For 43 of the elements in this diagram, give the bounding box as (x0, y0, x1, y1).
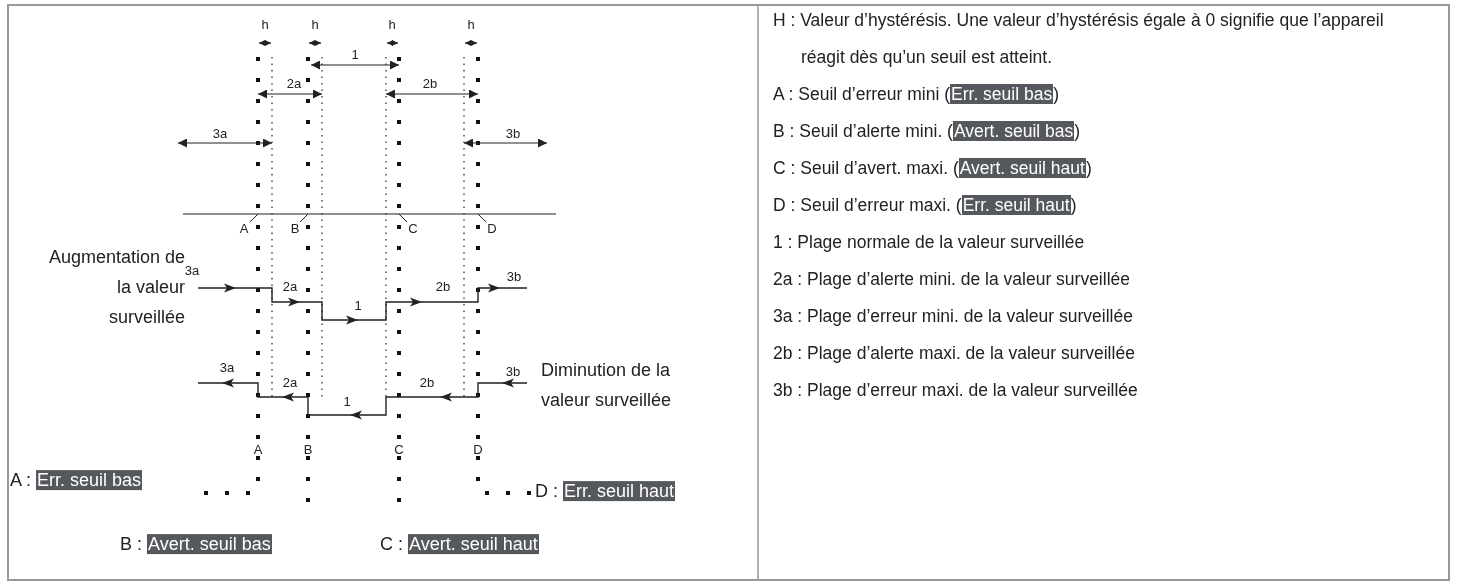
definition-text: B : Seuil d’alerte mini. (Avert. seuil bas) (773, 120, 1082, 143)
range-label: 3a (212, 126, 228, 142)
hysteresis-label: h (261, 17, 269, 33)
range-label: 3a (184, 263, 200, 279)
threshold-letter: A (239, 221, 249, 237)
definition-text: 1 : Plage normale de la valeur surveillée (773, 231, 1086, 254)
range-label: 1 (343, 394, 351, 410)
threshold-status-label: B : Avert. seuil bas (120, 535, 272, 555)
threshold-status-label: D : Err. seuil haut (535, 482, 676, 502)
definition-text: 2a : Plage d’alerte mini. de la valeur surveillée (773, 268, 1131, 291)
range-label: 2b (422, 76, 438, 92)
hysteresis-label: h (388, 17, 396, 33)
definition-text: H : Valeur d’hystérésis. Une valeur d’hystérésis égale à 0 signifie que l’appareil réagit dès qu’un seuil est atteint. (773, 9, 1385, 69)
threshold-letter: A (253, 442, 263, 458)
range-label: 3b (505, 126, 521, 142)
path-caption: Augmentation de la valeur surveillée (47, 246, 185, 329)
range-label: 1 (351, 47, 359, 63)
threshold-letter: D (473, 442, 483, 458)
threshold-letter: C (394, 442, 404, 458)
hysteresis-label: h (467, 17, 475, 33)
definition-text: 3a : Plage d’erreur mini. de la valeur surveillée (773, 305, 1134, 328)
path-caption: Diminution de la valeur surveillée (541, 359, 673, 412)
threshold-status-label: C : Avert. seuil haut (380, 535, 539, 555)
definition-text: D : Seuil d’erreur maxi. (Err. seuil haut) (773, 194, 1078, 217)
range-label: 2b (419, 375, 435, 391)
threshold-letter: C (408, 221, 418, 237)
threshold-letter: B (303, 442, 313, 458)
range-label: 3b (506, 269, 522, 285)
range-label: 2a (282, 375, 298, 391)
definition-text: A : Seuil d’erreur mini (Err. seuil bas) (773, 83, 1060, 106)
threshold-letter: B (290, 221, 300, 237)
range-label: 1 (354, 298, 362, 314)
range-label: 2a (282, 279, 298, 295)
range-label: 3a (219, 360, 235, 376)
range-label: 3b (505, 364, 521, 380)
threshold-letter: D (487, 221, 497, 237)
hysteresis-label: h (311, 17, 319, 33)
range-label: 2a (286, 76, 302, 92)
definition-text: 3b : Plage d’erreur maxi. de la valeur surveillée (773, 379, 1139, 402)
definition-text: 2b : Plage d’alerte maxi. de la valeur surveillée (773, 342, 1136, 365)
threshold-status-label: A : Err. seuil bas (10, 471, 143, 491)
range-label: 2b (435, 279, 451, 295)
definition-text: C : Seuil d’avert. maxi. (Avert. seuil haut) (773, 157, 1093, 180)
